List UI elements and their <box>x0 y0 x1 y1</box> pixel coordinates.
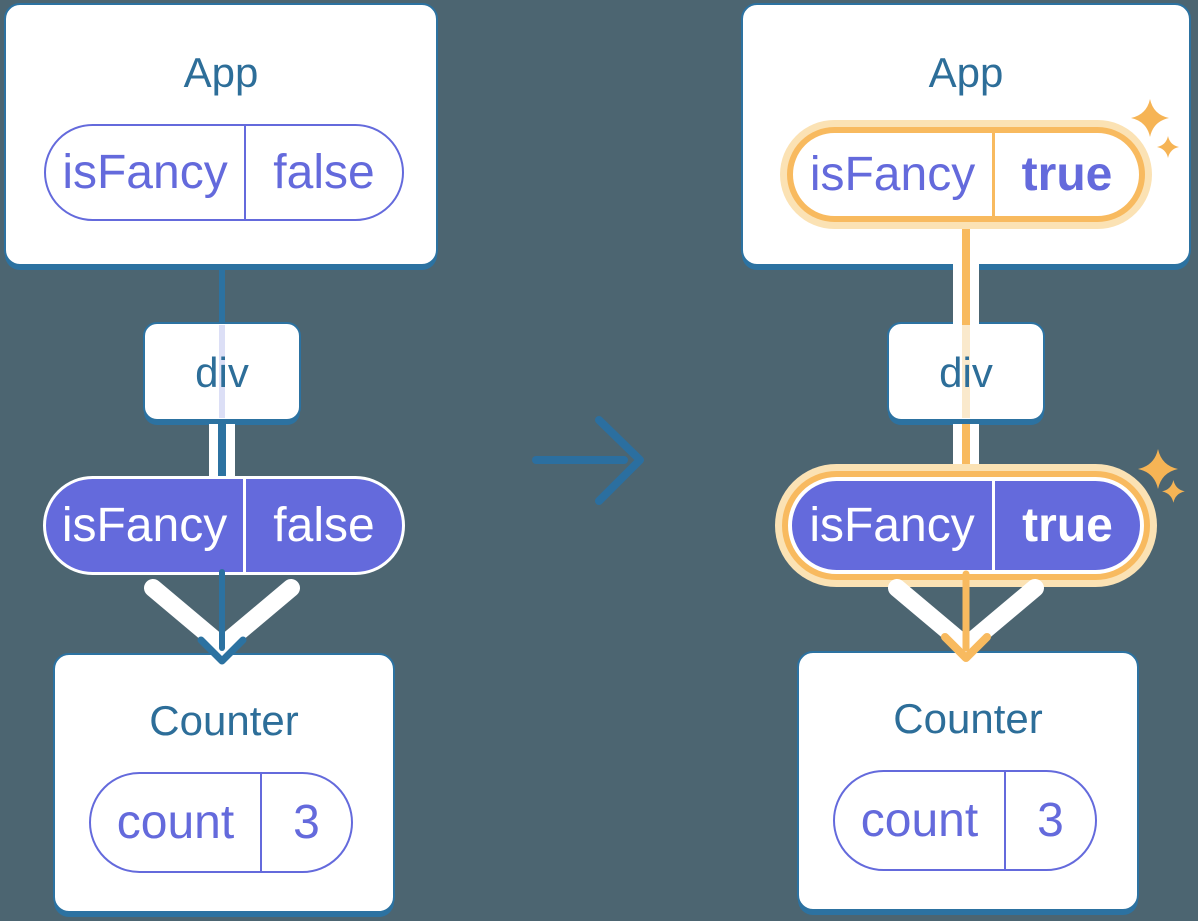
props-arrow-before <box>144 569 300 665</box>
state-flow-line-app-to-div-after <box>962 258 970 326</box>
props-arrow-right-rail-app-after <box>970 258 979 326</box>
props-arrow-right-rail-after <box>970 424 979 482</box>
app-state-pill-before: isFancy false <box>44 124 404 221</box>
state-key-label: count <box>91 774 262 871</box>
state-flow-line-div-to-pill-after <box>962 424 970 482</box>
div-title-after: div <box>939 349 993 396</box>
props-arrow-left-rail-before <box>209 424 218 480</box>
prop-value-label: false <box>273 498 375 552</box>
tree-edge-div-to-pill-before <box>218 424 226 480</box>
props-arrow-left-rail-app-after <box>953 258 962 326</box>
app-title-after: App <box>928 49 1004 96</box>
tree-edge-app-to-div-before <box>219 250 225 330</box>
state-key-label: isFancy <box>793 133 995 216</box>
counter-state-pill-before: count 3 <box>89 772 353 873</box>
state-flow-line-through-div-after <box>962 325 970 418</box>
app-title-before: App <box>183 49 259 96</box>
state-key-label: count <box>835 772 1006 869</box>
state-value-label: 3 <box>293 795 320 849</box>
state-value-label: false <box>273 145 375 199</box>
div-title-before: div <box>195 349 249 396</box>
sparkle-icon <box>1162 480 1185 503</box>
prop-key-label: isFancy <box>46 479 246 572</box>
counter-state-pill-after: count 3 <box>833 770 1097 871</box>
counter-title-before: Counter <box>149 697 299 744</box>
passed-prop-pill-after: isFancy true <box>788 477 1144 574</box>
state-value-label: 3 <box>1037 793 1064 847</box>
props-arrow-after <box>888 570 1044 662</box>
sparkle-icon <box>1138 449 1178 489</box>
prop-line-through-div-before <box>219 325 225 418</box>
app-state-pill-after: isFancy true <box>787 127 1145 222</box>
prop-key-label: isFancy <box>792 481 995 570</box>
props-arrow-right-rail-before <box>226 424 235 480</box>
transition-arrow-icon <box>532 416 644 505</box>
state-key-label: isFancy <box>46 126 246 219</box>
prop-value-label: true <box>1022 498 1113 552</box>
props-arrow-left-rail-after <box>953 424 962 482</box>
passed-prop-pill-before: isFancy false <box>43 476 405 575</box>
counter-title-after: Counter <box>893 695 1043 742</box>
state-value-label: true <box>1021 147 1113 201</box>
state-flow-line-in-app-after <box>962 220 970 265</box>
